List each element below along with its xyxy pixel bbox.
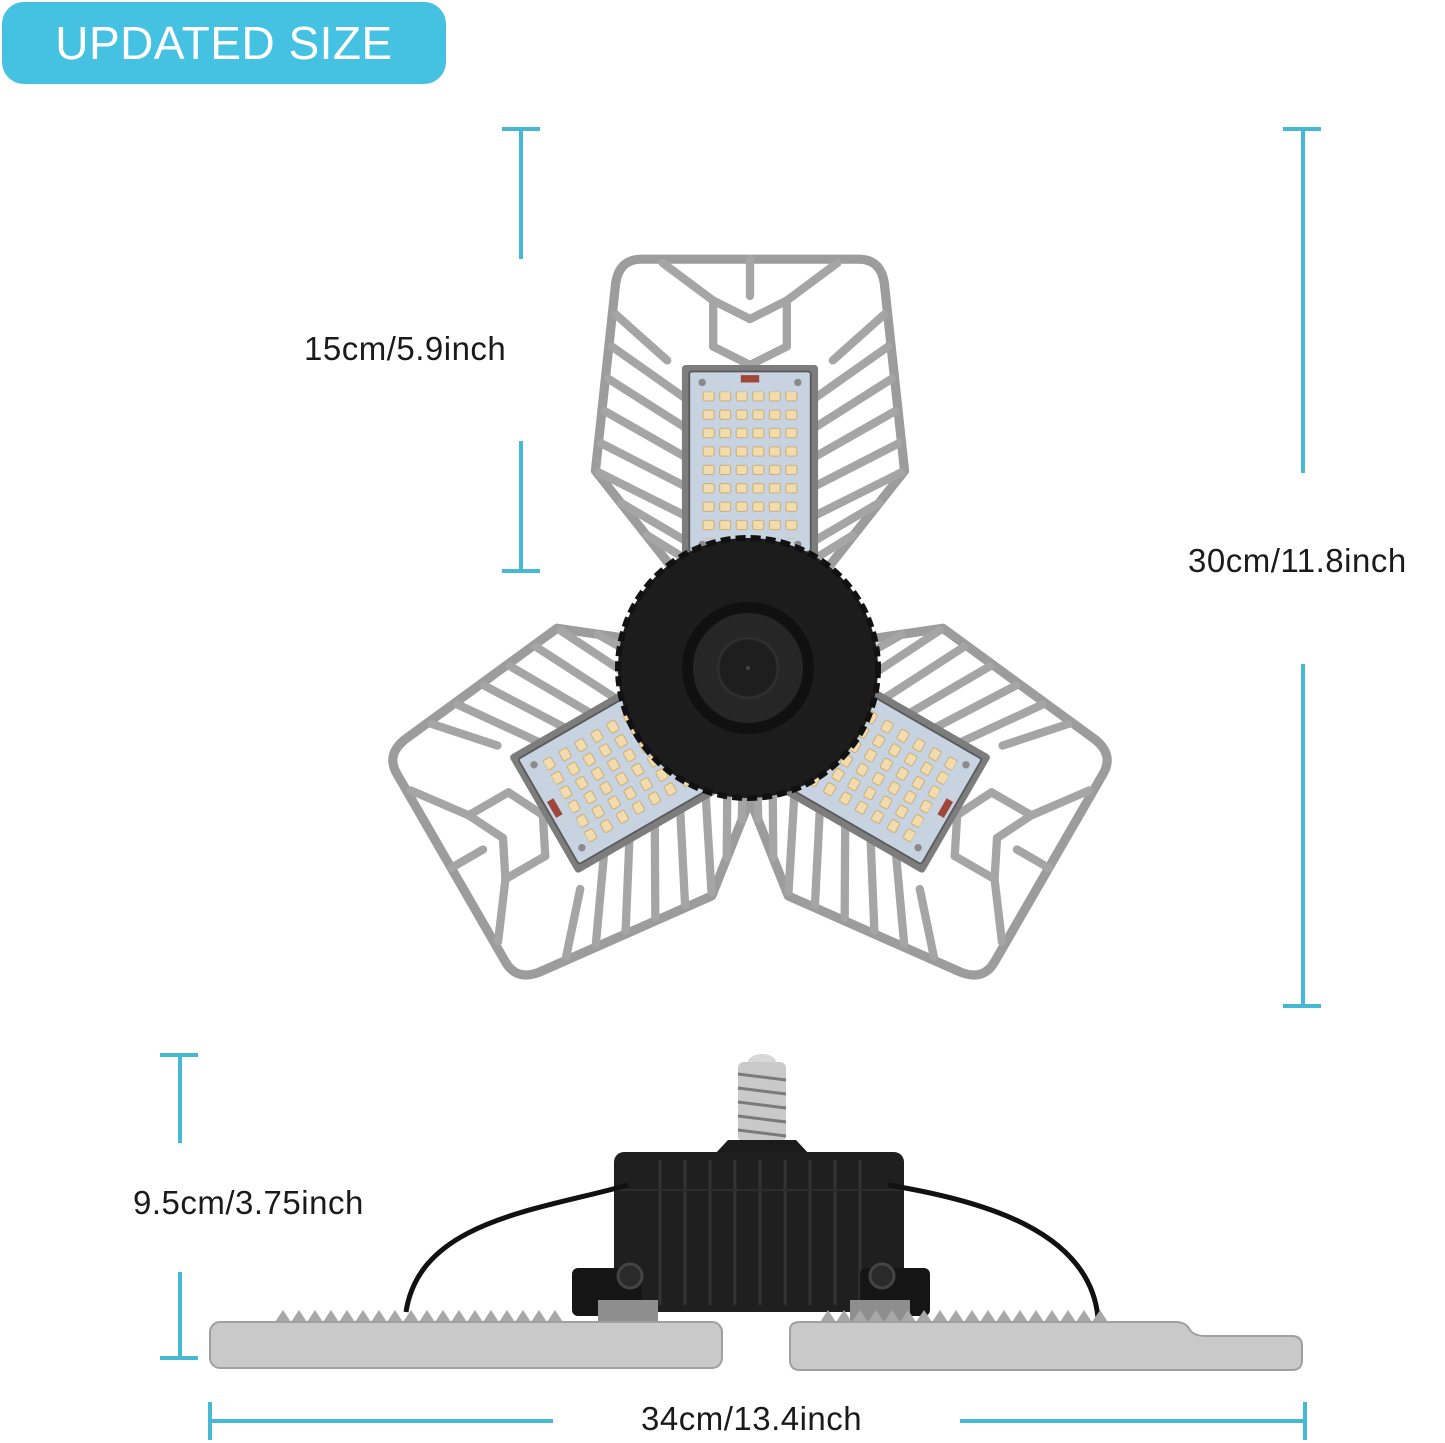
dimension-cap-bottom: [1283, 1004, 1321, 1008]
screw-base: [714, 1054, 810, 1155]
driver-housing: [614, 1152, 904, 1312]
updated-size-badge: UPDATED SIZE: [2, 2, 446, 84]
dimension-cap-bottom: [502, 569, 540, 573]
power-cable-left: [403, 1182, 629, 1313]
dimension-label-overall-height: 30cm/11.8inch: [1188, 542, 1407, 579]
dimension-label-overall-width: 34cm/13.4inch: [641, 1400, 863, 1437]
dimension-line-top: [1301, 127, 1305, 473]
dimension-line-right: [960, 1419, 1305, 1423]
dimension-label-panel-length: 15cm/5.9inch: [304, 330, 507, 367]
side-panel-left: [209, 1310, 723, 1369]
dimension-label-depth: 9.5cm/3.75inch: [133, 1184, 364, 1221]
dimension-line-bottom: [178, 1272, 182, 1360]
side-panel-right: [789, 1310, 1303, 1371]
dimension-line-top: [519, 127, 523, 259]
dimension-cap-right: [1303, 1402, 1307, 1440]
dimension-cap-bottom: [160, 1356, 198, 1360]
power-cable-right: [887, 1182, 1101, 1319]
dimension-line-bottom: [1301, 664, 1305, 1008]
dimension-line-left: [208, 1419, 553, 1423]
center-hub: [615, 535, 881, 801]
dimension-line-bottom: [519, 441, 523, 571]
dimension-line-top: [178, 1053, 182, 1143]
